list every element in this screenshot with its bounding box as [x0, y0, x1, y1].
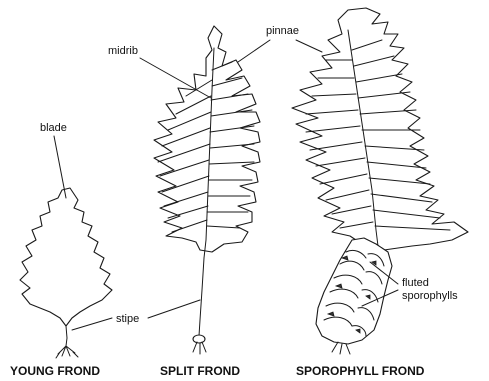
midrib-label: midrib	[108, 45, 138, 57]
sporophyll-frond-caption: SPOROPHYLL FROND	[296, 364, 425, 378]
pinnae-label: pinnae	[266, 25, 299, 37]
blade-label: blade	[40, 122, 67, 134]
split-frond-holdfast	[193, 342, 206, 354]
sporophyll-cluster	[316, 238, 392, 344]
pinnae-leader-sporophyll	[296, 40, 322, 52]
sporophyll-frond-blade	[292, 8, 468, 250]
young-frond-stipe	[66, 326, 67, 346]
stipe-leader-split	[148, 300, 200, 318]
split-frond-holdfast-bulb	[193, 335, 205, 343]
young-frond-caption: YOUNG FROND	[10, 364, 100, 378]
young-frond-holdfast	[56, 346, 78, 358]
young-frond	[20, 188, 112, 358]
blade-leader	[54, 136, 66, 198]
stipe-leader-young	[72, 318, 112, 330]
sporophyll-frond	[292, 8, 468, 354]
fluted-label: fluted	[402, 277, 429, 289]
stipe-label: stipe	[116, 313, 139, 325]
pinnae-leader-split	[238, 40, 270, 62]
sporophylls-label: sporophylls	[402, 290, 458, 302]
young-frond-blade	[20, 188, 112, 326]
split-frond-stipe	[199, 258, 204, 336]
split-frond-caption: SPLIT FROND	[160, 364, 240, 378]
